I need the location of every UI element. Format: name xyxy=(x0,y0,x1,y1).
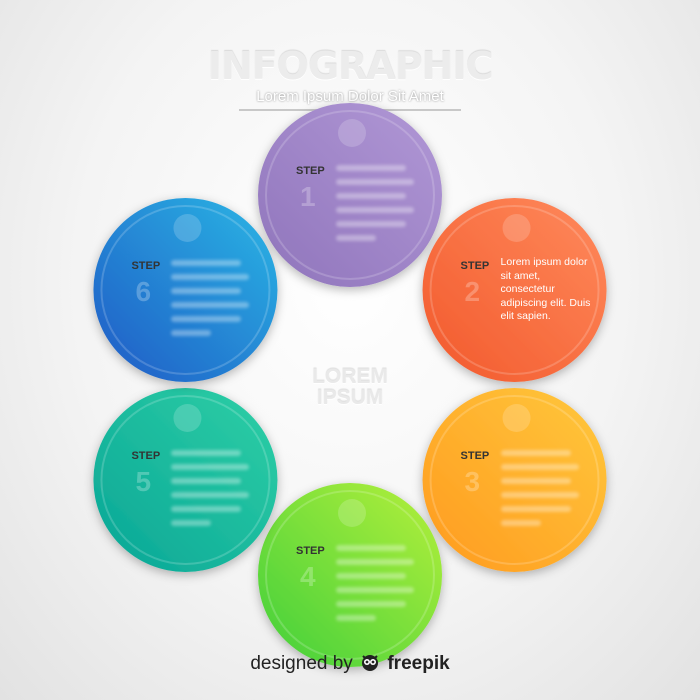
blurred-text-line xyxy=(336,587,414,593)
step-number-1: 1 xyxy=(300,181,316,212)
step-number-2: 2 xyxy=(464,276,481,307)
step-circle-5 xyxy=(93,388,278,572)
blurred-text-line xyxy=(171,478,242,484)
blurred-text-line xyxy=(336,573,406,579)
blurred-text-line xyxy=(171,330,212,336)
blurred-text-line xyxy=(336,601,406,607)
blurred-text-line xyxy=(500,506,571,512)
step-label-6: STEP xyxy=(131,260,161,272)
step-description-2: Lorem ipsum dolor sit amet, consectetur … xyxy=(500,256,591,322)
blurred-text-line xyxy=(171,492,250,498)
gear-icon xyxy=(338,119,366,147)
blurred-text-line xyxy=(500,492,579,498)
blurred-text-line xyxy=(500,450,571,456)
pencil-icon xyxy=(502,214,531,242)
blurred-text-line xyxy=(336,545,406,551)
chat-icon xyxy=(173,404,202,432)
blurred-text-line xyxy=(336,193,406,199)
blurred-text-line xyxy=(171,506,242,512)
clipboard-icon xyxy=(173,214,202,242)
step-label-1: STEP xyxy=(296,165,325,177)
blurred-text-line xyxy=(171,450,242,456)
footer-brand: freepik xyxy=(387,653,450,674)
blurred-text-line xyxy=(500,464,579,470)
step-circle-inner-ring xyxy=(265,490,435,660)
blurred-text-line xyxy=(171,520,212,526)
blurred-text-line xyxy=(336,235,376,241)
blurred-text-line xyxy=(336,221,406,227)
center-label-line2: IPSUM xyxy=(316,386,384,409)
step-label-3: STEP xyxy=(460,450,490,462)
center-label-line1: LOREM xyxy=(312,365,388,388)
blurred-text-line xyxy=(171,464,250,470)
freepik-logo-icon xyxy=(362,655,379,671)
blurred-text-line xyxy=(336,559,414,565)
step-number-5: 5 xyxy=(135,466,152,497)
center-label: LOREM IPSUM xyxy=(290,366,410,408)
blurred-text-line xyxy=(336,207,414,213)
blurred-text-line xyxy=(500,478,571,484)
chart-icon xyxy=(502,404,531,432)
step-number-6: 6 xyxy=(135,276,152,307)
target-icon xyxy=(338,499,366,527)
blurred-text-line xyxy=(171,316,242,322)
blurred-text-line xyxy=(171,260,242,266)
blurred-text-line xyxy=(336,165,406,171)
blurred-text-line xyxy=(500,520,541,526)
blurred-text-line xyxy=(171,302,250,308)
step-number-4: 4 xyxy=(300,561,316,592)
step-circle-inner-ring xyxy=(429,395,600,565)
step-circle-inner-ring xyxy=(100,395,271,565)
step-circle-3 xyxy=(422,388,607,572)
step-label-5: STEP xyxy=(131,450,161,462)
step-circle-2 xyxy=(422,198,607,382)
blurred-text-line xyxy=(336,179,414,185)
step-circle-inner-ring xyxy=(100,205,271,375)
footer-credit: designed by freepik xyxy=(0,652,700,675)
step-circle-6 xyxy=(93,198,278,382)
step-number-3: 3 xyxy=(464,466,481,497)
blurred-text-line xyxy=(336,615,376,621)
infographic-title: INFOGRAPHIC xyxy=(207,44,494,88)
step-label-4: STEP xyxy=(296,545,325,557)
blurred-text-line xyxy=(171,274,250,280)
step-circle-inner-ring xyxy=(429,205,600,375)
step-circle-inner-ring xyxy=(265,110,435,280)
footer-prefix: designed by xyxy=(250,653,353,674)
blurred-text-line xyxy=(171,288,242,294)
step-circle-4 xyxy=(258,483,442,667)
step-circle-1 xyxy=(258,103,442,287)
step-label-2: STEP xyxy=(460,260,490,272)
